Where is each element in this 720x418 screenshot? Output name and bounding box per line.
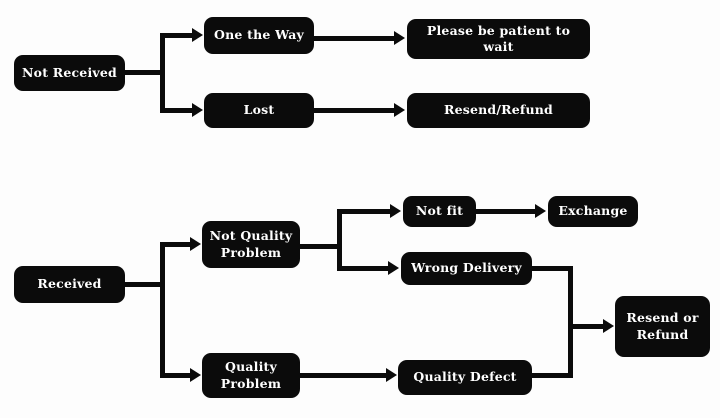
node-wrong-delivery: Wrong Delivery — [401, 252, 532, 285]
node-quality-defect: Quality Defect — [398, 360, 532, 395]
edge-line-to-not-quality-problem — [160, 242, 191, 247]
node-lost: Lost — [204, 93, 314, 128]
node-quality-problem: Quality Problem — [202, 353, 300, 398]
arrowhead-to-not-quality-problem — [190, 237, 201, 251]
node-not-quality-problem: Not Quality Problem — [202, 221, 300, 268]
node-not-received: Not Received — [14, 55, 125, 91]
arrowhead-to-one-the-way — [192, 28, 203, 42]
edge-line-nqp-out — [300, 244, 342, 249]
edge-line-to-quality-problem — [160, 373, 191, 378]
arrowhead-to-please-wait — [394, 31, 405, 45]
edge-line-to-wrong-delivery — [337, 266, 389, 271]
edge-line-not-received-out — [125, 70, 164, 75]
node-resend-or-refund: Resend or Refund — [615, 296, 710, 357]
node-not-fit: Not fit — [403, 196, 476, 227]
arrowhead-to-exchange — [535, 204, 546, 218]
edge-line-nqp-branch — [337, 209, 342, 271]
edge-line-to-resend-refund — [314, 108, 395, 113]
edge-line-wrong-delivery-out — [532, 266, 573, 271]
edge-line-merge-branch — [568, 266, 573, 378]
edge-line-quality-defect-out — [532, 373, 573, 378]
arrowhead-to-lost — [192, 103, 203, 117]
arrowhead-to-resend-refund — [394, 103, 405, 117]
edge-line-to-lost — [160, 108, 192, 113]
edge-line-to-resend-or-refund — [568, 324, 604, 329]
edge-line-not-received-branch — [160, 33, 165, 113]
arrowhead-to-wrong-delivery — [388, 261, 399, 275]
edge-line-to-quality-defect — [300, 373, 387, 378]
edge-line-to-one-the-way — [160, 33, 192, 38]
edge-line-to-exchange — [476, 209, 536, 214]
node-resend-refund: Resend/Refund — [407, 93, 590, 128]
node-received: Received — [14, 266, 125, 303]
edge-line-received-out — [125, 282, 164, 287]
arrowhead-to-quality-defect — [386, 368, 397, 382]
edge-line-to-please-wait — [314, 36, 395, 41]
node-please-be-patient: Please be patient to wait — [407, 19, 590, 59]
node-exchange: Exchange — [548, 196, 638, 227]
arrowhead-to-not-fit — [390, 204, 401, 218]
edge-line-to-not-fit — [337, 209, 391, 214]
node-one-the-way: One the Way — [204, 17, 314, 54]
edge-line-received-branch — [160, 242, 165, 378]
arrowhead-to-resend-or-refund — [603, 319, 614, 333]
arrowhead-to-quality-problem — [190, 368, 201, 382]
